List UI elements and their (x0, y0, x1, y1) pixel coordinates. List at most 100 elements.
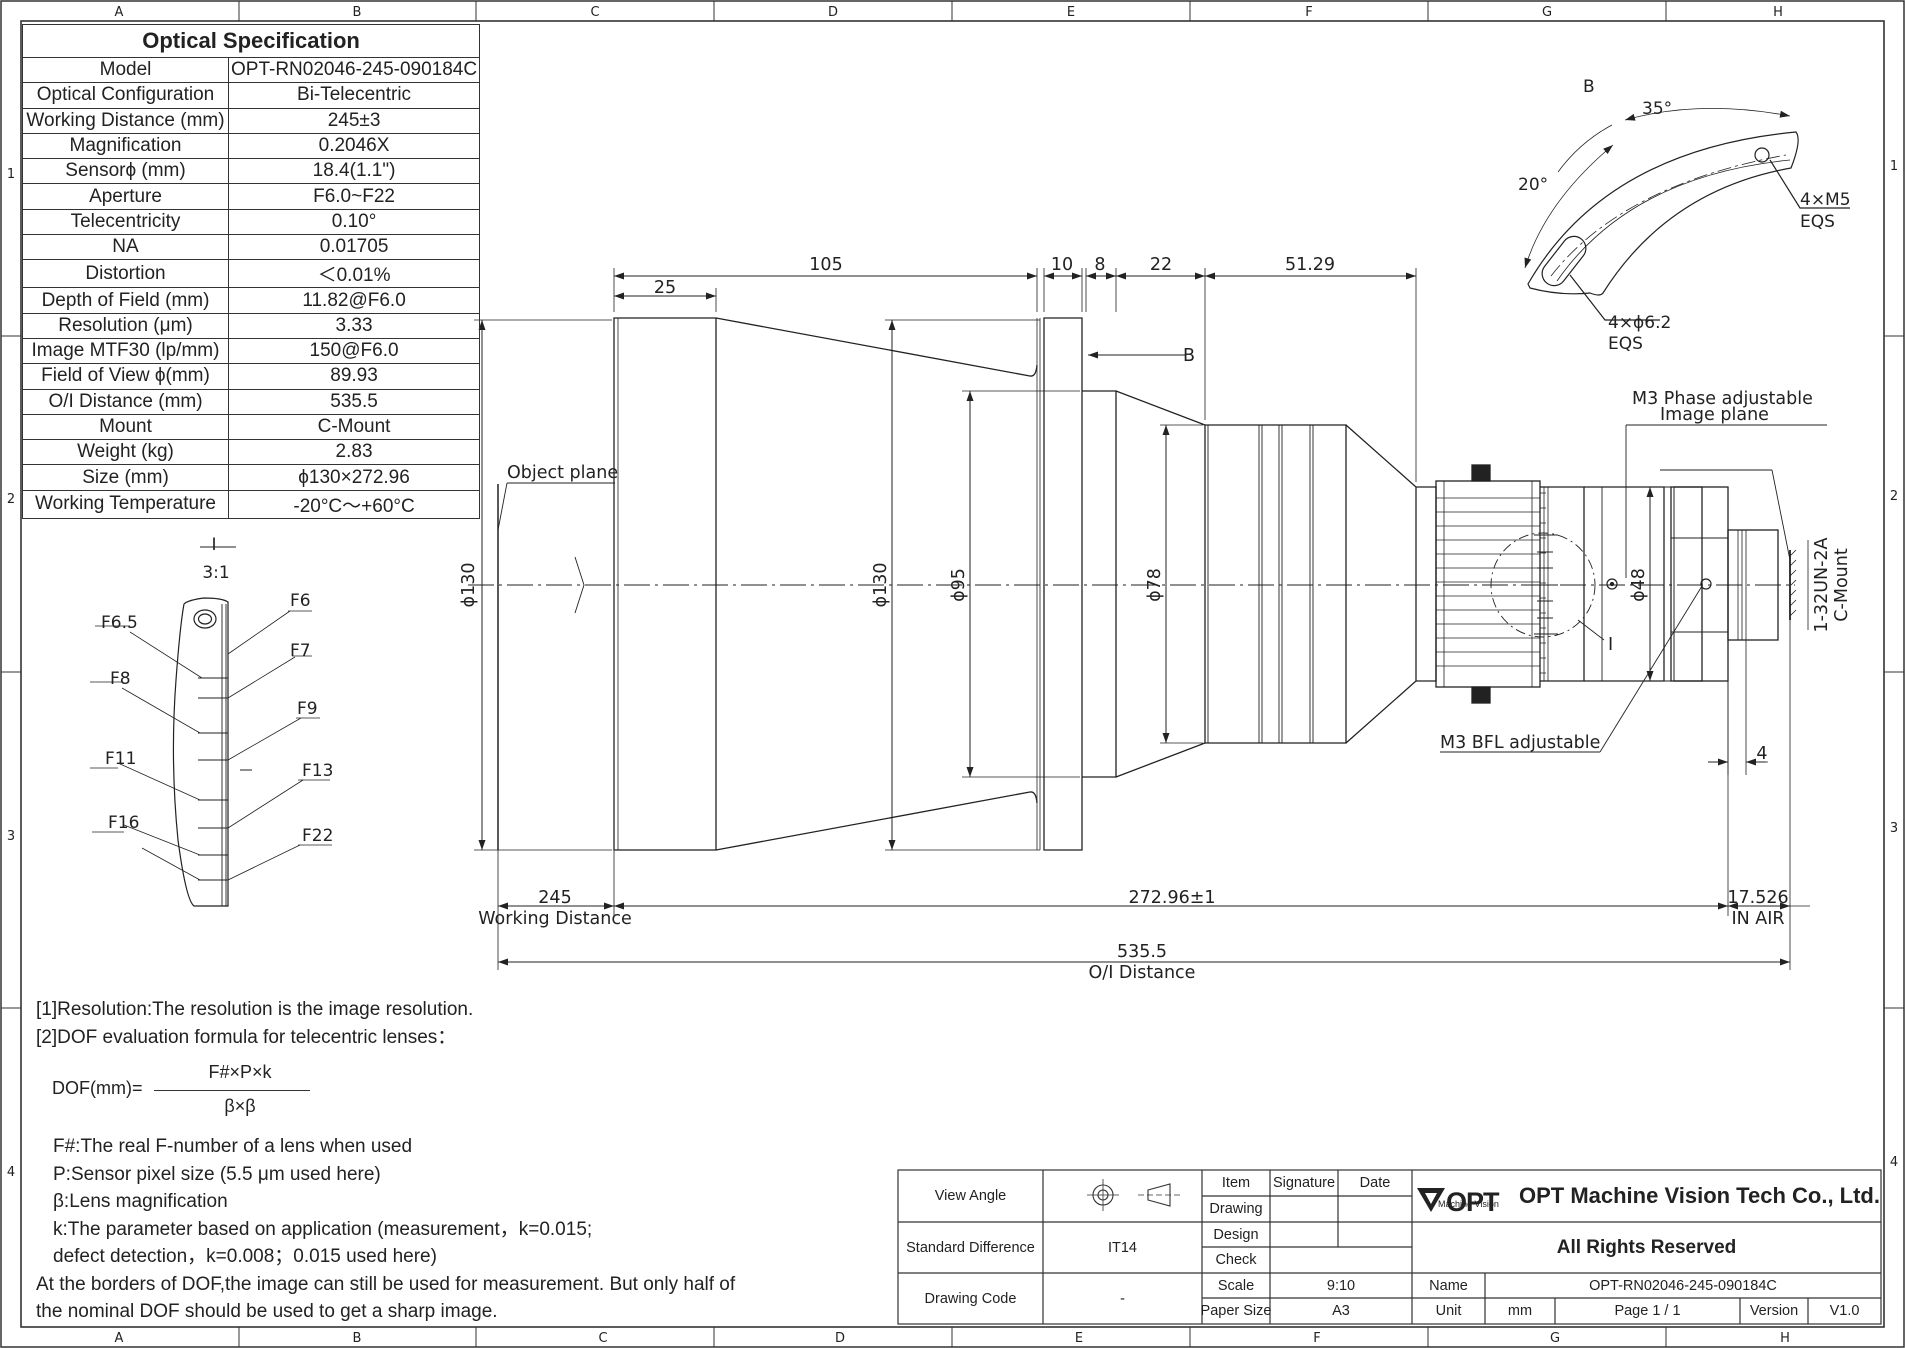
grid-row-left: 4 (7, 1165, 15, 1180)
spec-row: Sensorϕ (mm)18.4(1.1") (22, 158, 481, 185)
tb-name: Name (1429, 1277, 1468, 1294)
tb-std-diff: Standard Difference (906, 1239, 1035, 1256)
opt-logo-subtext: Machine Vision (1438, 1199, 1499, 1209)
spec-key: Aperture (22, 183, 229, 210)
view-angle-icons (1087, 1179, 1180, 1211)
spec-value: Bi-Telecentric (227, 82, 481, 109)
angle-35: 35° (1642, 99, 1672, 119)
object-plane-label: Object plane (507, 463, 618, 483)
tb-design: Design (1213, 1226, 1259, 1243)
detail-i-outline (172, 597, 229, 907)
spec-value: F6.0~F22 (227, 183, 481, 210)
spec-value: 0.01705 (227, 234, 481, 261)
spec-row: Field of View ϕ(mm)89.93 (22, 363, 481, 390)
tb-company: OPT Machine Vision Tech Co., Ltd. (1518, 1183, 1880, 1208)
spec-value: 245±3 (227, 107, 481, 134)
spec-value: 150@F6.0 (227, 337, 481, 365)
dim-dia130-mid: ϕ130 (871, 563, 891, 608)
dof-formula: DOF(mm)= F#×P×k β×β (52, 1062, 310, 1122)
grid-col-bottom: B (353, 1331, 362, 1346)
hole-m5-label: 4×M5 (1800, 190, 1851, 210)
mid-body (1082, 390, 1117, 778)
tb-drawing-code: Drawing Code (924, 1290, 1017, 1307)
flange (1043, 317, 1083, 851)
c-mount-thread (1727, 529, 1779, 641)
m3-phase-label: M3 Phase adjustable (1632, 389, 1813, 409)
grid-col-bottom: A (115, 1331, 124, 1346)
view-b (1524, 108, 1850, 321)
leaders (497, 424, 1827, 753)
spec-value: 2.83 (227, 439, 481, 466)
spec-value: -20°C～+60°C (227, 489, 481, 519)
detail-i-text: I 3:1 F6.5 F6 F8 F7 F9 F11 F13 F16 F22 (101, 535, 333, 846)
stop-f7: F7 (290, 641, 311, 661)
note-fnumber: F#:The real F-number of a lens when used (53, 1136, 413, 1157)
dim-oi-label: O/I Distance (1089, 963, 1196, 983)
spec-key: Resolution (μm) (22, 312, 229, 339)
spec-value: 3.33 (227, 312, 481, 339)
spec-key: Mount (22, 413, 229, 441)
view-b-text: B 35° 20° 4×M5 EQS 4×ϕ6.2 EQS (1518, 77, 1851, 354)
spec-row: O/I Distance (mm)535.5 (22, 388, 481, 415)
grid-row-right: 3 (1890, 821, 1898, 836)
spec-key: Magnification (22, 132, 229, 160)
grid-row-left: 2 (7, 492, 15, 507)
tb-paper-value: A3 (1332, 1303, 1350, 1319)
phase-ring (1584, 486, 1665, 682)
stop-f11: F11 (105, 749, 136, 769)
grid-col-bottom: G (1550, 1331, 1560, 1346)
tb-rights: All Rights Reserved (1556, 1236, 1737, 1258)
tb-check: Check (1215, 1252, 1257, 1268)
body-78 (1204, 424, 1347, 744)
grid-labels: A B C D E F G H A B C D E F G H 1 2 3 4 … (7, 5, 1898, 1346)
spec-row: Weight (kg)2.83 (22, 439, 481, 466)
rear-barrel (1670, 486, 1729, 682)
hole-62-label: 4×ϕ6.2 (1608, 313, 1671, 333)
dof-denominator: β×β (224, 1096, 256, 1116)
dim-4: 4 (1756, 744, 1767, 764)
dim-bfl-value: 17.526 (1727, 888, 1788, 908)
tb-date: Date (1359, 1175, 1391, 1191)
note-border-cont: the nominal DOF should be used to get a … (36, 1301, 498, 1322)
dim-dia130-left: ϕ130 (459, 563, 479, 608)
note-border: At the borders of DOF,the image can stil… (36, 1273, 736, 1295)
opt-logo: OPT Machine Vision (1416, 1172, 1518, 1218)
grid-col-top: G (1542, 5, 1552, 20)
detail-i-label: I (211, 535, 216, 555)
tb-scale: Scale (1217, 1277, 1255, 1294)
grid-col-bottom: D (835, 1331, 845, 1346)
spec-value: 0.2046X (227, 132, 481, 160)
grid-row-right: 2 (1890, 489, 1898, 504)
grid-col-bottom: H (1780, 1331, 1790, 1346)
dim-oi-value: 535.5 (1117, 942, 1167, 962)
spec-row: Size (mm)ϕ130×272.96 (22, 464, 481, 491)
spec-row: Resolution (μm)3.33 (22, 312, 481, 339)
grid-col-bottom: E (1075, 1331, 1083, 1346)
spec-key: Size (mm) (22, 464, 229, 491)
stop-f6: F6 (290, 591, 311, 611)
spec-key: Field of View ϕ(mm) (22, 363, 229, 390)
note-k-cont: defect detection，k=0.008；0.015 used here… (53, 1246, 437, 1267)
spec-value: C-Mount (227, 413, 481, 441)
grid-col-bottom: F (1313, 1331, 1320, 1346)
spec-value: 535.5 (227, 388, 481, 415)
spec-row: Distortion＜0.01% (22, 259, 481, 289)
tb-version: Version (1749, 1303, 1799, 1319)
spec-value: 11.82@F6.0 (227, 287, 481, 314)
spec-value: ϕ130×272.96 (227, 464, 481, 491)
dof-numerator: F#×P×k (208, 1062, 272, 1082)
dim-wd-value: 245 (538, 888, 571, 908)
spec-key: Optical Configuration (22, 82, 229, 109)
spec-key: Depth of Field (mm) (22, 287, 229, 314)
detail-i-view (90, 546, 332, 907)
spec-title: Optical Specification (21, 24, 481, 58)
spec-value: 89.93 (227, 363, 481, 390)
grid-col-top: H (1773, 5, 1783, 20)
